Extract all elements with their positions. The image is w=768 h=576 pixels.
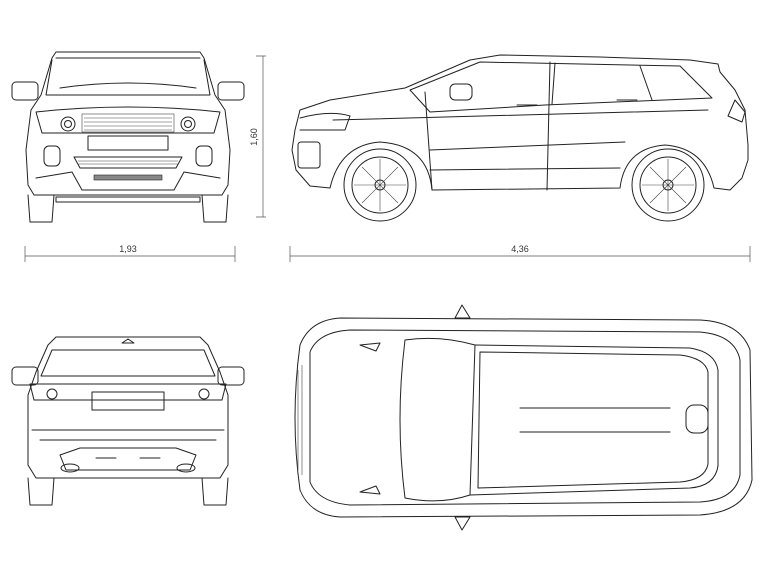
length-dimension-label: 4,36: [511, 244, 529, 254]
height-dimension-label: 1,60: [249, 128, 259, 146]
dimension-lines: 1,93 4,36 1,60: [24, 55, 751, 262]
top-view: [294, 304, 753, 531]
side-view: [291, 54, 749, 222]
front-view: [11, 51, 245, 223]
rear-view: [11, 336, 245, 506]
width-dimension-label: 1,93: [119, 244, 137, 254]
